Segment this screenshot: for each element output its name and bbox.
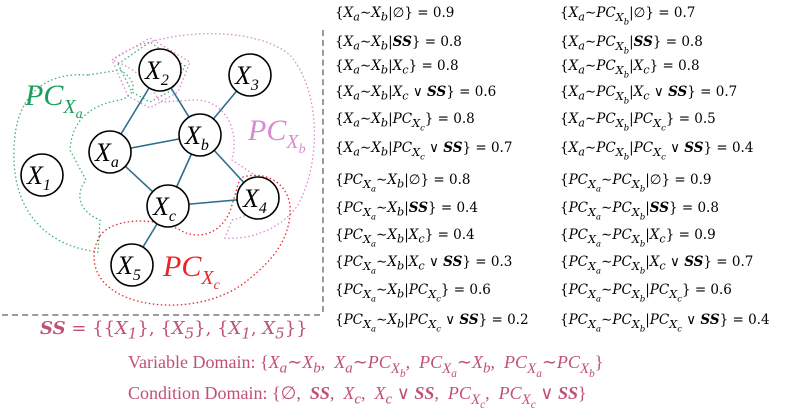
equation-right-2: {Xa∼PCXb|Xc} = 0.8 (560, 58, 700, 79)
node-xc (146, 184, 190, 228)
node-xa (88, 130, 132, 174)
equation-left-7: {PCXa∼Xb|SS} = 0.4 (335, 200, 478, 221)
node-xb (178, 113, 222, 157)
equation-left-5: {Xa∼Xb|PCXc ∨ SS} = 0.7 (335, 140, 513, 161)
equation-left-4: {Xa∼Xb|PCXc} = 0.8 (335, 111, 475, 132)
equation-left-3: {Xa∼Xb|Xc ∨ SS} = 0.6 (335, 84, 497, 103)
node-x5 (110, 243, 154, 287)
pc-region-a (13, 69, 134, 253)
condition-domain: Condition Domain: {∅, SS, Xc, Xc ∨ SS, P… (128, 383, 587, 411)
causal-graph: X1 X2 X3 Xa Xb Xc X4 X5 PCXa PCXb PCXc (13, 33, 316, 306)
ss-definition: SS = {{X1}, {X5}, {X1, X5}} (40, 318, 308, 343)
equation-left-0: {Xa∼Xb|∅} = 0.9 (335, 5, 455, 24)
equation-left-8: {PCXa∼Xb|Xc} = 0.4 (335, 227, 475, 248)
variable-domain: Variable Domain: {Xa∼Xb, Xa∼PCXb, PCXa∼X… (128, 352, 604, 380)
label-xa: Xa (94, 138, 119, 171)
pc-label-c: PCXc (162, 250, 221, 293)
equation-right-6: {PCXa∼PCXb|∅} = 0.9 (560, 172, 712, 193)
equation-right-4: {Xa∼PCXb|PCXc} = 0.5 (560, 111, 716, 132)
equation-right-8: {PCXa∼PCXb|Xc} = 0.9 (560, 227, 716, 248)
equation-right-9: {PCXa∼PCXb|Xc ∨ SS} = 0.7 (560, 254, 754, 275)
equation-left-6: {PCXa∼Xb|∅} = 0.8 (335, 172, 471, 193)
equation-right-7: {PCXa∼PCXb|SS} = 0.8 (560, 200, 719, 221)
vertical-divider (322, 30, 324, 312)
node-x1 (20, 153, 64, 197)
node-x2 (138, 48, 182, 92)
pc-region-b (110, 33, 316, 239)
equation-right-10: {PCXa∼PCXb|PCXc} = 0.6 (560, 282, 732, 303)
graph-edges (109, 69, 259, 266)
horizontal-divider (2, 314, 320, 316)
pc-label-b: PCXb (247, 114, 306, 157)
node-x3 (228, 53, 272, 97)
pc-label-a: PCXa (24, 79, 83, 122)
equation-left-2: {Xa∼Xb|Xc} = 0.8 (335, 58, 459, 77)
equation-right-3: {Xa∼PCXb|Xc ∨ SS} = 0.7 (560, 84, 738, 105)
pc-region-x2-box (111, 37, 191, 109)
graph-nodes (20, 48, 280, 287)
equation-left-11: {PCXa∼Xb|PCXc ∨ SS} = 0.2 (335, 312, 529, 333)
equation-left-10: {PCXa∼Xb|PCXc} = 0.6 (335, 282, 491, 303)
node-x4 (236, 176, 280, 220)
equation-right-11: {PCXa∼PCXb|PCXc ∨ SS} = 0.4 (560, 312, 770, 333)
equation-left-9: {PCXa∼Xb|Xc ∨ SS} = 0.3 (335, 254, 513, 275)
equation-right-0: {Xa∼PCXb|∅} = 0.7 (560, 5, 696, 26)
equation-right-5: {Xa∼PCXb|PCXc ∨ SS} = 0.4 (560, 140, 754, 161)
equation-left-1: {Xa∼Xb|SS} = 0.8 (335, 34, 462, 53)
equation-right-1: {Xa∼PCXb|SS} = 0.8 (560, 34, 703, 55)
